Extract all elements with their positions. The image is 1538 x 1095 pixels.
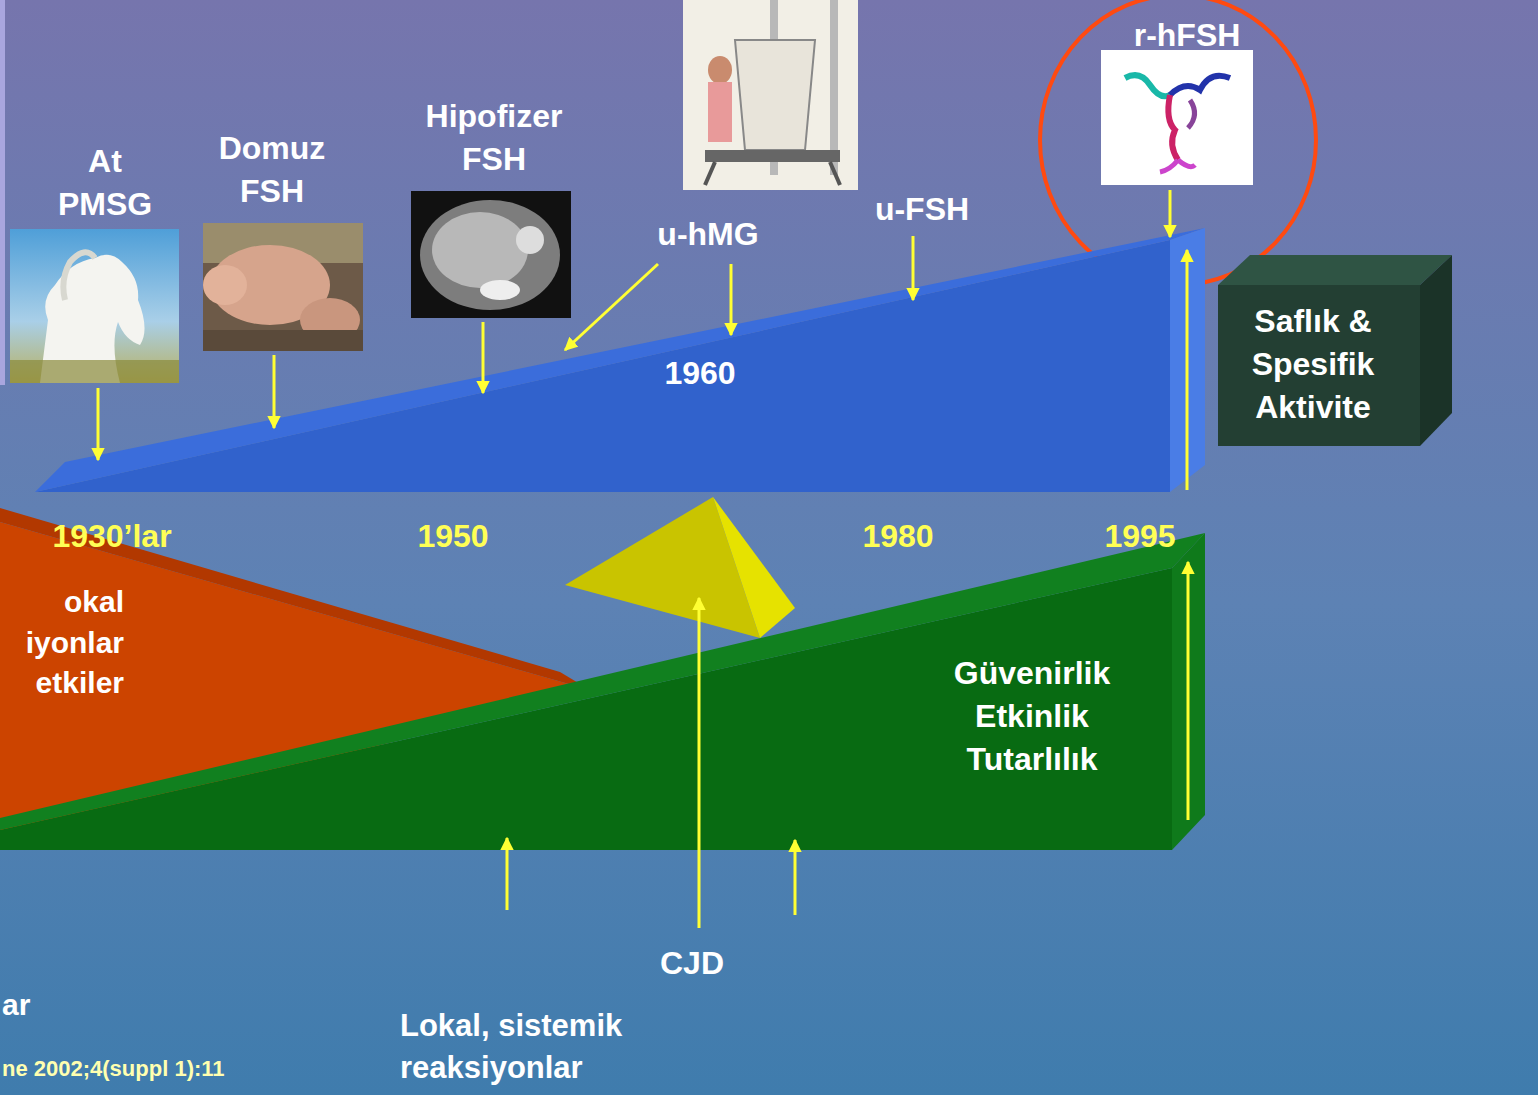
product-label: r-hFSH — [1107, 14, 1267, 57]
risk-label: CJD — [632, 942, 752, 985]
year-label: 1930’lar — [27, 515, 197, 558]
pig-photo — [203, 223, 363, 351]
ct-scan-image — [411, 191, 571, 318]
source-label: Hipofizer FSH — [404, 95, 584, 181]
citation: ne 2002;4(suppl 1):11 — [2, 1054, 382, 1084]
fermenter-photo — [683, 0, 858, 190]
node-text: Saflık & Spesifik Aktivite — [1224, 300, 1402, 430]
risk-label: Lokal, sistemik reaksiyonlar — [400, 1005, 690, 1089]
leader-arrows — [98, 190, 1188, 928]
source-label: Domuz FSH — [197, 127, 347, 213]
year-label: 1980 — [838, 515, 958, 558]
source-label: At PMSG — [50, 140, 160, 226]
purity-box: Saflık & Spesifik Aktivite — [1218, 255, 1452, 446]
edge-strip — [0, 0, 5, 385]
node-text: 1960 — [620, 352, 780, 395]
cut-label: ar — [2, 985, 82, 1026]
year-label: 1995 — [1080, 515, 1200, 558]
blue-wedge-shape — [35, 228, 1205, 492]
blue-wedge: 1960 — [35, 228, 1205, 492]
prism — [565, 497, 795, 638]
node-text: okal iyonlar etkiler — [2, 582, 124, 704]
source-label: u-hMG — [628, 213, 788, 256]
source-label: u-FSH — [852, 188, 992, 231]
node-text: Güvenirlik Etkinlik Tutarlılık — [927, 652, 1137, 782]
horse-photo — [10, 229, 179, 383]
year-label: 1950 — [393, 515, 513, 558]
molecule-image — [1101, 50, 1253, 185]
